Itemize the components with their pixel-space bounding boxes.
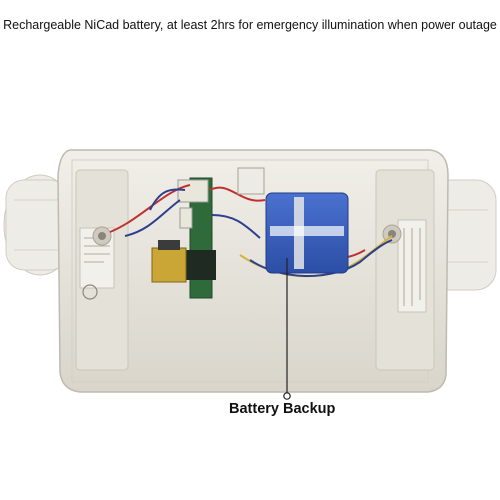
transformer [151,240,187,283]
housing [57,149,449,393]
lamp-socket [237,167,265,195]
circuit-board [177,177,216,299]
battery-backup-label: Battery Backup [229,401,336,417]
headline-caption: Rechargeable NiCad battery, at least 2hr… [3,18,497,32]
battery-pack [265,192,349,274]
battery-callout [283,258,291,400]
